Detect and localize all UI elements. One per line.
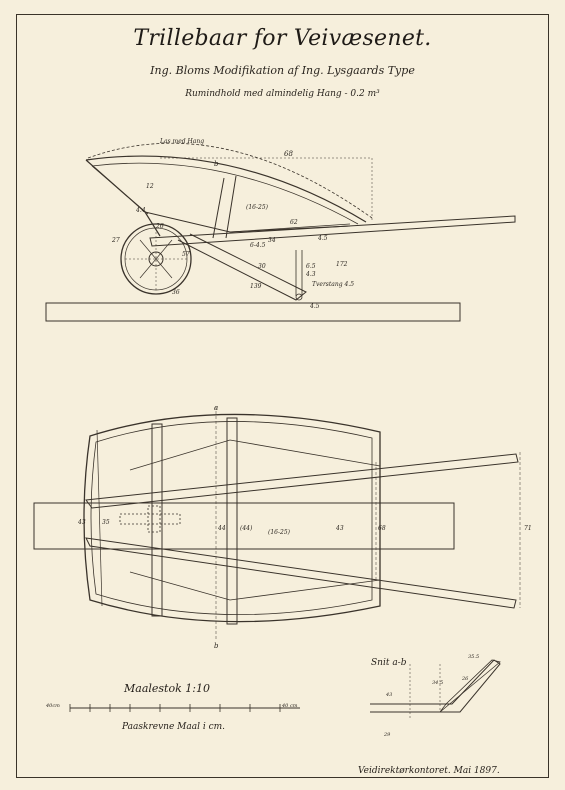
drawing-subtitle: Ing. Bloms Modifikation af Ing. Lysgaard… [150,64,415,77]
handle-right [85,537,517,609]
wheel-rim [120,223,192,295]
body-curve-inner [91,162,359,225]
handle-inner [229,223,351,233]
drawing-title: Trillebaar for Veivæsenet. [133,26,432,51]
dim-44: 4.4 [135,207,146,214]
body-curve [85,155,367,223]
dim-30: 30 [258,263,266,270]
dim-27: 27 [111,237,120,244]
dim-45-low: 4.5 [309,303,320,310]
capacity-note: Rumindhold med almindelig Hang - 0.2 m³ [185,89,380,99]
section-b-top: b [214,160,219,168]
section-b-bottom: b [214,642,219,650]
axle-hub [147,505,161,533]
plan-view: a b 43 35 44 (44) (16-25) 43 68 71 [33,404,532,650]
scale-bar: 40cm 40 cm [45,703,300,712]
leg-foot [295,293,303,301]
heap-arc [87,142,373,219]
dim-16-25: (16-25) [246,204,269,211]
slat-1 [151,423,163,617]
section-dim-355: 35.5 [468,654,479,660]
frame-top [129,439,381,471]
plan-dim-68: 68 [378,525,386,532]
side-view: Las med Hang 68 b (16-25) 62 34 6-4.5 4.… [45,138,516,322]
axle-block [119,513,181,525]
slat-2 [226,417,238,625]
scale-note: Paaskrevne Maal i cm. [122,722,226,732]
dim-43: 4.3 [305,271,316,278]
plan-dim-35: 35 [102,519,110,526]
heap-label: Las med Hang [159,138,204,145]
dim-36: 36 [172,289,180,296]
dim-12: 12 [146,183,154,190]
plan-dim-43-mid: 43 [335,525,344,532]
post-1b [225,175,237,239]
section-label: Snit a-b [371,658,407,668]
section-a-top: a [214,404,218,412]
front-edge [96,429,103,607]
handle-left [85,453,519,509]
tverstang-label: Tverstang 4.5 [312,281,354,288]
handle-beam [149,215,516,247]
support-leg [295,250,303,296]
section-dim-43: 43 [385,692,392,698]
dim-65: 6.5 [306,263,316,270]
plan-plank [33,502,455,550]
wheel-spokes [139,239,173,279]
frame-bottom [129,571,381,601]
body-front-inner [91,165,149,215]
leg-strut [177,233,307,301]
dim-45: 4.5 [317,235,328,242]
dim-57: 57 [182,251,190,258]
section-dim-345: 34.5 [432,680,443,686]
sheet-border [16,14,549,778]
dim-139: 139 [250,283,262,290]
plan-dim-43-left: 43 [77,519,86,526]
plan-dim-16-25: (16-25) [268,529,291,536]
body-outline-inner [90,421,373,616]
scale-end: 40 cm [281,703,298,709]
scale-ticks [69,704,281,712]
dim-26: 26 [155,223,164,230]
dim-68: 68 [284,150,293,158]
dim-6-45: 6-4.5 [250,242,266,249]
section-hatch [439,659,501,713]
scale-title: Maalestok 1:10 [124,682,210,695]
plan-dim-44: 44 [217,525,226,532]
scale-start: 40cm [45,703,60,709]
body-outline [83,413,381,623]
dim-62: 62 [290,219,298,226]
section-dim-29: 29 [383,732,391,738]
dim-172: 172 [336,261,348,268]
section-outline [370,659,501,713]
ground-plank [45,302,461,322]
footer-signature: Veidirektørkontoret. Mai 1897. [358,766,500,776]
plan-dim-71: 71 [524,525,532,532]
dim-34: 34 [268,237,276,244]
section-view: 35.5 26 34.5 43 29 [370,654,501,738]
section-dim-26: 26 [461,676,469,682]
plan-dim-44b: (44) [240,525,253,532]
body-bottom [144,211,351,233]
post-1 [212,177,225,239]
